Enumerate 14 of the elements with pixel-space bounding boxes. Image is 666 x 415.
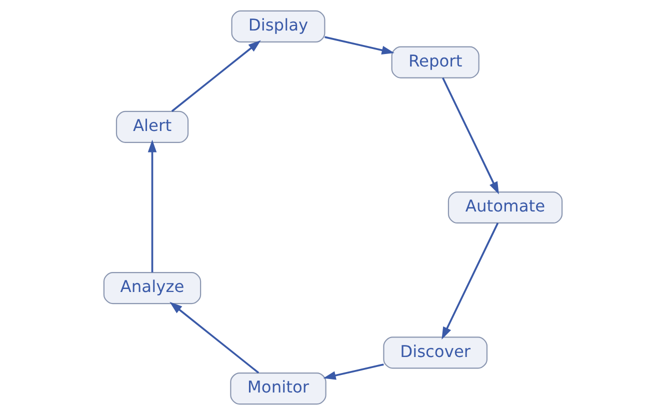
node-box: Monitor	[230, 372, 326, 405]
arrow	[442, 77, 499, 194]
arrow	[442, 222, 499, 340]
node-box: Discover	[383, 336, 488, 369]
node-box: Automate	[448, 191, 563, 224]
node-box: Report	[391, 46, 480, 78]
arrow	[148, 140, 157, 272]
node-box: Analyze	[103, 272, 202, 304]
node-box: Alert	[116, 110, 189, 143]
arrow	[324, 36, 394, 54]
arrow	[171, 40, 261, 112]
arrow	[323, 364, 384, 380]
arrow	[170, 302, 260, 374]
node-box: Display	[231, 10, 326, 42]
